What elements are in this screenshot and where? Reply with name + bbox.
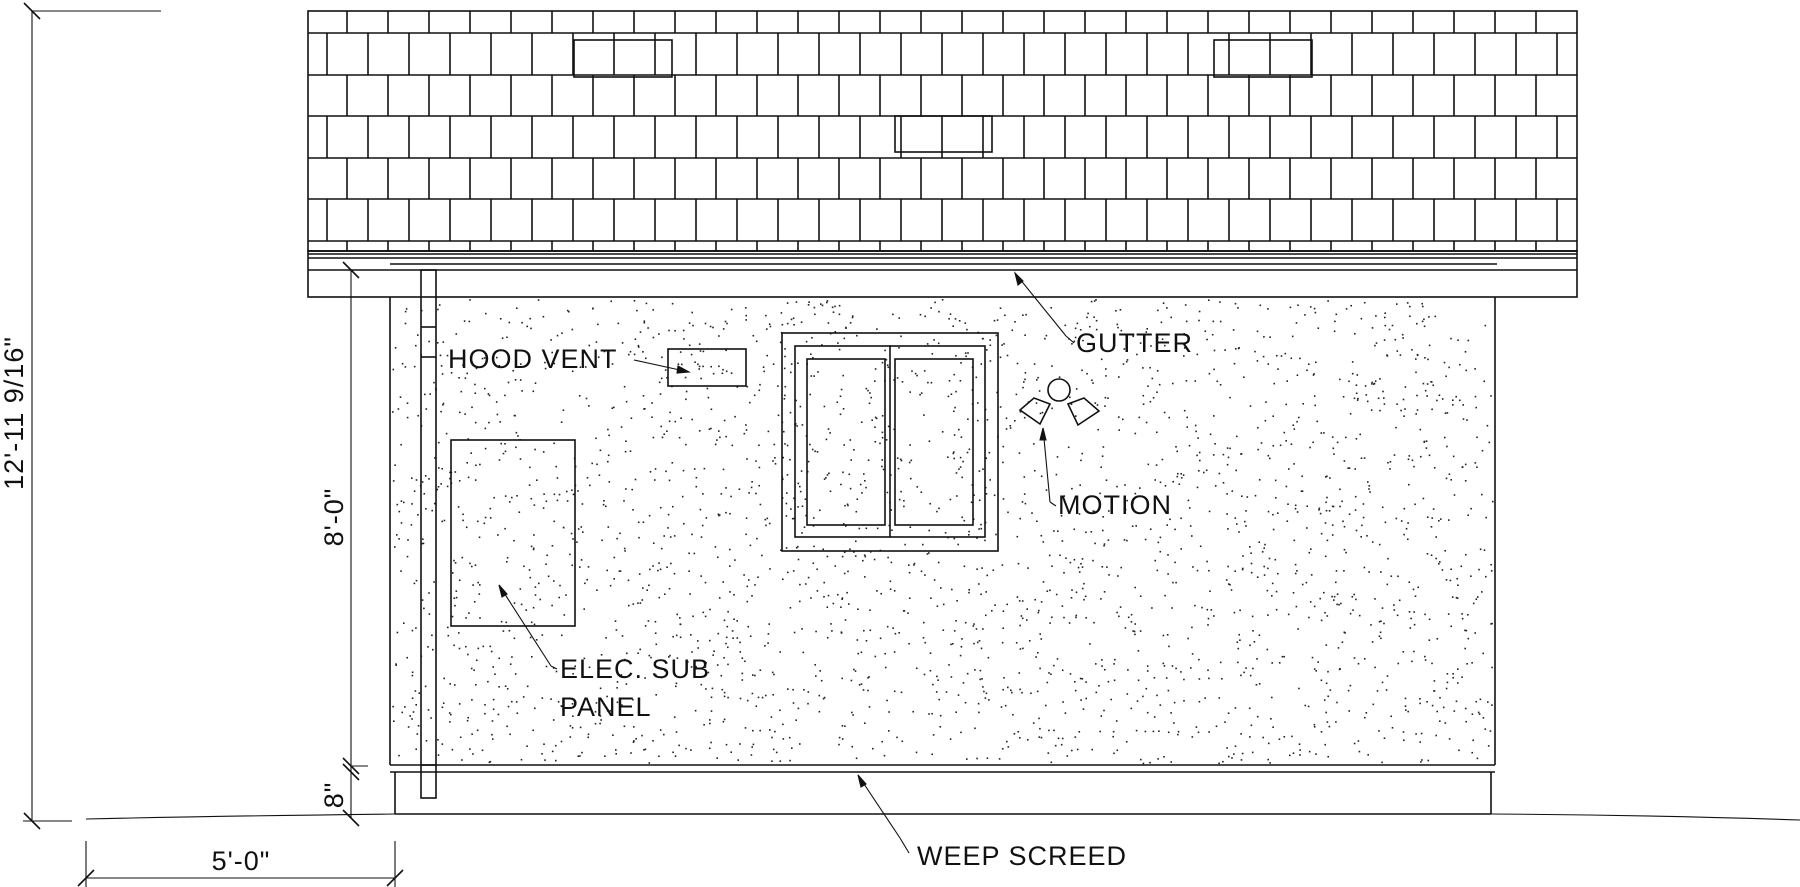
label-elec-sub: ELEC. SUB bbox=[560, 654, 710, 684]
roof-vent-center bbox=[894, 115, 993, 153]
window bbox=[781, 332, 999, 552]
roof-vent-right bbox=[1213, 39, 1313, 78]
dim-foundation-height: 8" bbox=[319, 782, 349, 809]
dimension-lines bbox=[23, 2, 1800, 887]
roof bbox=[307, 10, 1578, 298]
dim-wall-height: 8'-0" bbox=[319, 488, 349, 547]
label-gutter: GUTTER bbox=[1076, 328, 1193, 358]
roof-shingles bbox=[308, 11, 1577, 251]
label-weep-screed: WEEP SCREED bbox=[917, 841, 1127, 871]
label-panel: PANEL bbox=[560, 692, 652, 722]
motion-light-icon bbox=[1018, 378, 1101, 427]
fascia bbox=[307, 250, 1578, 298]
dim-offset-width: 5'-0" bbox=[212, 846, 271, 876]
label-motion: MOTION bbox=[1058, 490, 1172, 520]
stucco-texture bbox=[392, 299, 1494, 765]
wall bbox=[389, 297, 1496, 815]
roof-vent-left bbox=[573, 39, 673, 78]
label-hood-vent: HOOD VENT bbox=[448, 344, 618, 374]
dim-overall-height: 12'-11 9/16" bbox=[0, 336, 29, 490]
downspout bbox=[420, 269, 437, 799]
electrical-sub-panel bbox=[450, 439, 576, 627]
leaders bbox=[498, 271, 1075, 854]
